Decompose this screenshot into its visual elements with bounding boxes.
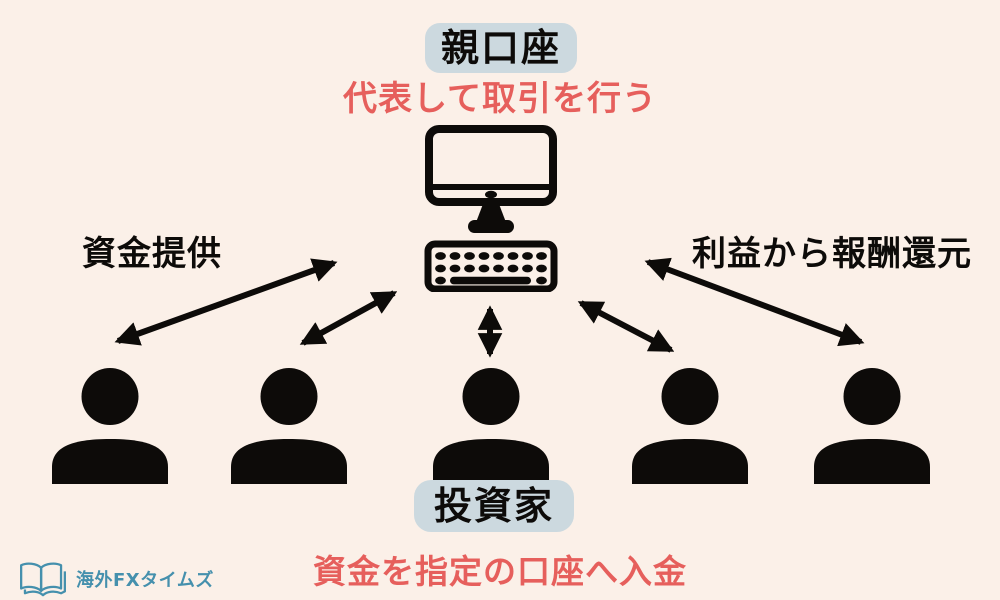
double-arrow-icon — [114, 258, 338, 346]
computer-icon — [424, 125, 558, 292]
investors-caption: 資金を指定の口座へ入金 — [313, 552, 687, 591]
keyboard-keys — [435, 252, 547, 285]
investors-label-text: 投資家 — [433, 484, 554, 528]
logo-text: 海外FXタイムズ — [76, 570, 214, 591]
person-icon — [632, 368, 748, 484]
person-icon — [814, 368, 930, 484]
investors-label: 投資家 — [414, 480, 574, 532]
parent-account-label-text: 親口座 — [440, 26, 561, 70]
person-icon — [433, 368, 549, 484]
person-icon — [52, 368, 168, 484]
site-logo: 海外FXタイムズ — [18, 560, 214, 598]
double-arrow-icon — [644, 257, 865, 347]
double-arrow-icon — [299, 290, 398, 346]
double-arrow-icon — [577, 300, 675, 353]
parent-account-caption: 代表して取引を行う — [343, 79, 657, 119]
open-book-icon — [20, 562, 66, 597]
person-icon — [231, 368, 347, 484]
parent-account-label: 親口座 — [425, 23, 577, 73]
